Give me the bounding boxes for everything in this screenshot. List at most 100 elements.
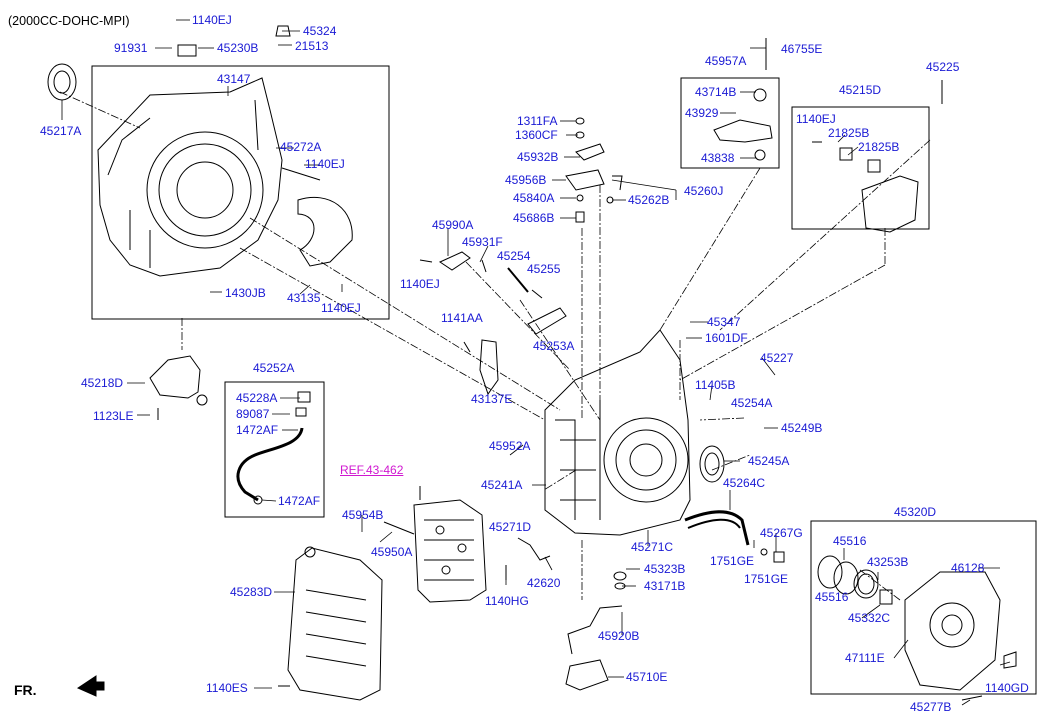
part-label[interactable]: 45283D [230,585,273,599]
part-label[interactable]: 45931F [462,235,503,249]
cooler-pipes-drawing [684,510,785,563]
part-label[interactable]: 45217A [40,124,82,138]
part-label[interactable]: 1751GE [744,572,789,586]
part-label[interactable]: 1141AA [441,311,483,325]
shift-lever-drawing [419,251,567,396]
part-label[interactable]: 43929 [685,106,719,120]
assembly-lines [59,91,931,601]
part-label[interactable]: 43838 [701,151,735,165]
engine-spec-header: (2000CC-DOHC-MPI) [8,14,130,28]
part-label[interactable]: 45710E [626,670,668,684]
part-label[interactable]: 45686B [513,211,555,225]
part-label[interactable]: 45227 [760,351,794,365]
part-label[interactable]: 1140EJ [321,301,361,315]
group-box-45957a [680,77,780,169]
part-label[interactable]: 45260J [684,184,724,198]
part-label[interactable]: 45516 [833,534,867,548]
part-label[interactable]: 45272A [280,140,322,154]
group-box-45320d [810,520,1037,695]
part-label[interactable]: 11405B [695,378,736,392]
part-label[interactable]: 42620 [527,576,561,590]
part-label[interactable]: 1123LE [93,409,134,423]
part-label[interactable]: 45516 [815,590,849,604]
part-label[interactable]: 45249B [781,421,823,435]
part-label[interactable]: 45956B [505,173,547,187]
part-label[interactable]: 1140EJ [400,277,440,291]
part-label[interactable]: 1140EJ [192,13,232,27]
part-label[interactable]: 1140GD [985,681,1029,695]
part-label[interactable]: 43147 [217,72,251,86]
part-label[interactable]: 43253B [867,555,909,569]
part-label[interactable]: 45332C [848,611,891,625]
part-label[interactable]: 47111E [845,651,885,665]
part-label[interactable]: 46755E [781,42,823,56]
part-label[interactable]: 45320D [894,505,937,519]
part-label[interactable]: 43171B [644,579,686,593]
part-label[interactable]: 45215D [839,83,882,97]
part-label[interactable]: 45950A [371,545,413,559]
transaxle-case-drawing [544,329,725,536]
part-label[interactable]: 45324 [303,24,337,38]
part-label[interactable]: 45225 [926,60,960,74]
group-box-converter-housing [91,65,390,320]
part-label[interactable]: 45262B [628,193,670,207]
part-label[interactable]: 45932B [517,150,559,164]
part-label[interactable]: 45254 [497,249,531,263]
part-label[interactable]: 1472AF [236,423,279,437]
part-label[interactable]: 1140EJ [305,157,345,171]
part-label[interactable]: 43137E [471,392,513,406]
part-label[interactable]: 45218D [81,376,124,390]
part-label[interactable]: 45952A [489,439,531,453]
part-label[interactable]: 45277B [910,700,952,714]
part-label[interactable]: 89087 [236,407,270,421]
part-label[interactable]: 45920B [598,629,640,643]
part-label[interactable]: 45230B [217,41,259,55]
part-label[interactable]: 1751GE [710,554,755,568]
part-label[interactable]: 45228A [236,391,278,405]
part-label[interactable]: 45323B [644,562,686,576]
part-label[interactable]: 46128 [951,561,985,575]
group-box-45252a [224,381,325,518]
part-label[interactable]: 45954B [342,508,384,522]
part-label[interactable]: 45840A [513,191,555,205]
part-label[interactable]: 45271C [631,540,674,554]
part-label[interactable]: 1311FA [517,114,558,128]
part-label[interactable]: 45255 [527,262,561,276]
solenoid-bracket-drawing [713,38,773,161]
leader-lines [61,19,1011,706]
part-label[interactable]: 45253A [533,339,575,353]
part-label[interactable]: 45271D [489,520,532,534]
part-label[interactable]: 21513 [295,39,329,53]
ref-43-462-link[interactable]: REF.43-462 [340,463,404,477]
part-label[interactable]: 45347 [707,315,741,329]
part-label[interactable]: 45267G [760,526,803,540]
part-label[interactable]: 45254A [731,396,773,410]
part-label[interactable]: 43135 [287,291,321,305]
valve-body-drawing [383,486,487,603]
speed-sensor-drawing [505,537,627,691]
part-label[interactable]: 1140EJ [796,112,836,126]
part-label[interactable]: 1430JB [225,286,266,300]
part-label[interactable]: 45957A [705,54,747,68]
oil-hose-drawing [236,391,311,505]
part-label[interactable]: 21825B [828,126,870,140]
oil-pan-drawing [278,546,383,701]
part-label[interactable]: 1472AF [278,494,321,508]
part-label[interactable]: 43714B [695,85,737,99]
part-label[interactable]: 45264C [723,476,766,490]
part-label[interactable]: 1601DF [705,331,748,345]
part-label[interactable]: 1140HG [485,594,529,608]
group-box-45215d [791,106,930,230]
detent-parts-drawing [565,117,623,223]
front-arrow-icon [76,675,105,697]
part-label[interactable]: 45252A [253,361,295,375]
part-label[interactable]: 21825B [858,140,900,154]
part-label[interactable]: 1360CF [515,128,558,142]
front-orientation-label: FR. [14,682,37,698]
part-label[interactable]: 45241A [481,478,523,492]
part-label[interactable]: 45245A [748,454,790,468]
part-label[interactable]: 91931 [114,41,148,55]
part-label[interactable]: 1140ES [206,681,248,695]
part-label[interactable]: 45990A [432,218,474,232]
